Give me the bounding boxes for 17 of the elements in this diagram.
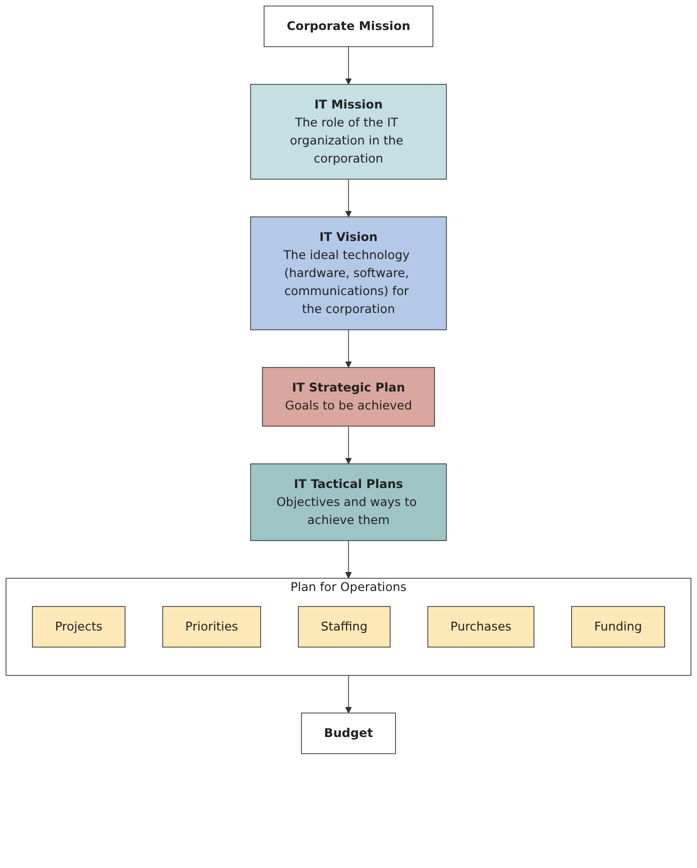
- arrow: [345, 540, 352, 579]
- node-box: IT Mission The role of the IT organization in the corporation: [250, 84, 447, 180]
- node-box: Purchases: [427, 606, 534, 648]
- node-box: IT Strategic Plan Goals to be achieved: [262, 367, 435, 427]
- node-box: IT Tactical Plans Objectives and ways to achieve them: [250, 463, 447, 541]
- arrow: [345, 46, 352, 85]
- node-box: IT Vision The ideal technology (hardware, software, communications) for the corporation: [250, 216, 447, 330]
- arrow: [345, 329, 352, 368]
- node-box: Priorities: [162, 606, 262, 648]
- node-box: Projects: [32, 606, 126, 648]
- arrow: [345, 675, 352, 714]
- arrow: [345, 178, 352, 218]
- node-box: Budget: [301, 712, 396, 754]
- node-box: Corporate Mission: [264, 6, 434, 48]
- node-box: Funding: [571, 606, 665, 648]
- node-box: Staffing: [298, 606, 391, 648]
- arrow: [345, 426, 352, 464]
